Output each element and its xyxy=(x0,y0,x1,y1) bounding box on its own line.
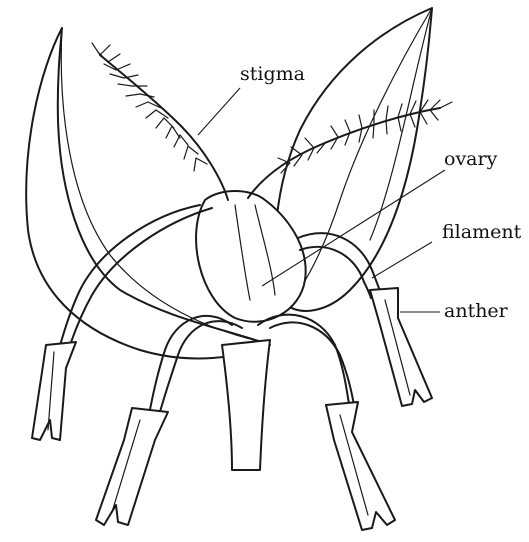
anther-left xyxy=(32,342,76,440)
stigma-leader xyxy=(198,88,240,135)
filament-label: filament xyxy=(442,221,522,243)
stigma-label: stigma xyxy=(240,63,305,85)
anther-lower-left xyxy=(96,408,168,525)
anther-label: anther xyxy=(444,300,509,322)
anther-right xyxy=(370,288,432,406)
stem xyxy=(222,340,270,470)
anther-lower-right xyxy=(326,402,395,530)
ovary-label: ovary xyxy=(444,148,498,170)
